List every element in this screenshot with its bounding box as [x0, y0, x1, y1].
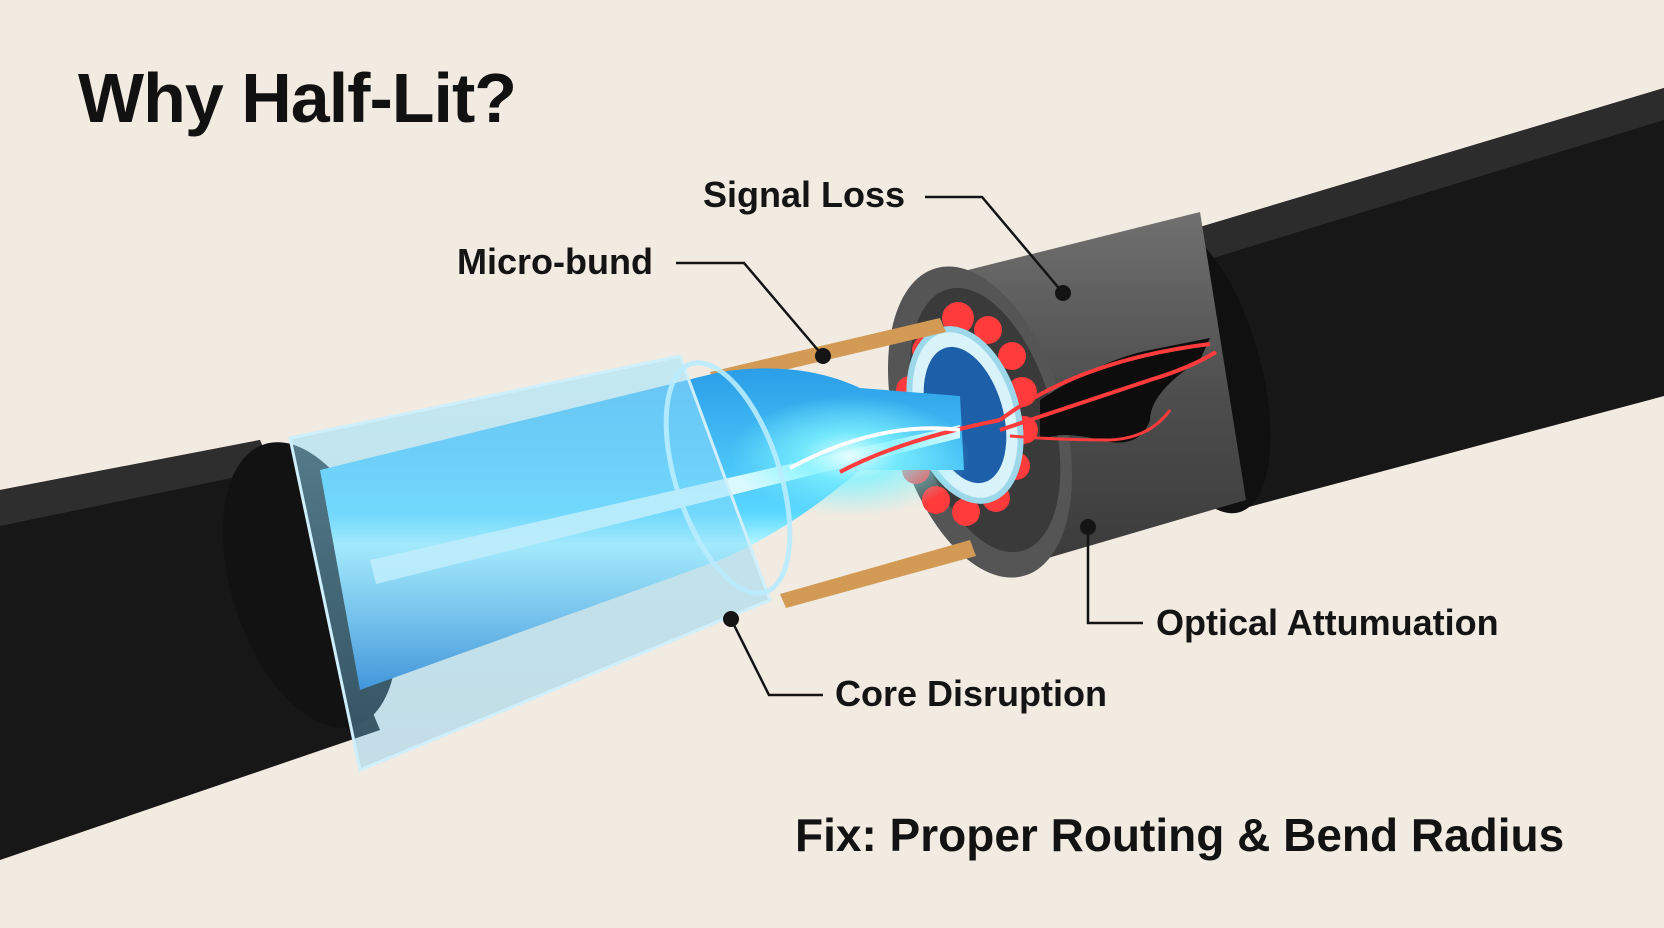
leader-lines: [676, 195, 1143, 697]
leader-line-micro-bund: [676, 261, 824, 357]
right-jacket-highlight: [1190, 88, 1664, 262]
glass-sleeve: [288, 354, 772, 773]
red-crack-3: [1009, 409, 1172, 442]
leader-dot-signal-loss: [1055, 285, 1071, 301]
red-crack-1: [998, 342, 1211, 422]
red-strand: [839, 418, 1001, 474]
right-jacket: [1190, 88, 1664, 512]
red-crack-2: [999, 350, 1218, 432]
label-core-disruption: Core Disruption: [835, 673, 1108, 714]
page-title: Why Half-Lit?: [78, 59, 517, 137]
leader-line-optical: [1086, 527, 1143, 625]
white-strand: [789, 426, 961, 470]
leader-dot-core: [723, 611, 739, 627]
left-jacket-highlight: [0, 440, 270, 526]
fix-caption: Fix: Proper Routing & Bend Radius: [795, 809, 1565, 861]
leader-line-signal-loss: [925, 195, 1064, 294]
leader-dot-micro-bund: [815, 348, 831, 364]
label-signal-loss: Signal Loss: [703, 174, 906, 215]
core-glow: [730, 396, 970, 516]
label-optical-attumuation: Optical Attumuation: [1156, 602, 1499, 643]
glass-sleeve-end: [663, 360, 793, 596]
leader-line-core: [729, 618, 823, 697]
leader-dot-optical: [1080, 519, 1096, 535]
leader-dots: [723, 285, 1096, 627]
strength-rod-bottom: [780, 540, 976, 608]
label-micro-bund: Micro-bund: [457, 241, 653, 282]
